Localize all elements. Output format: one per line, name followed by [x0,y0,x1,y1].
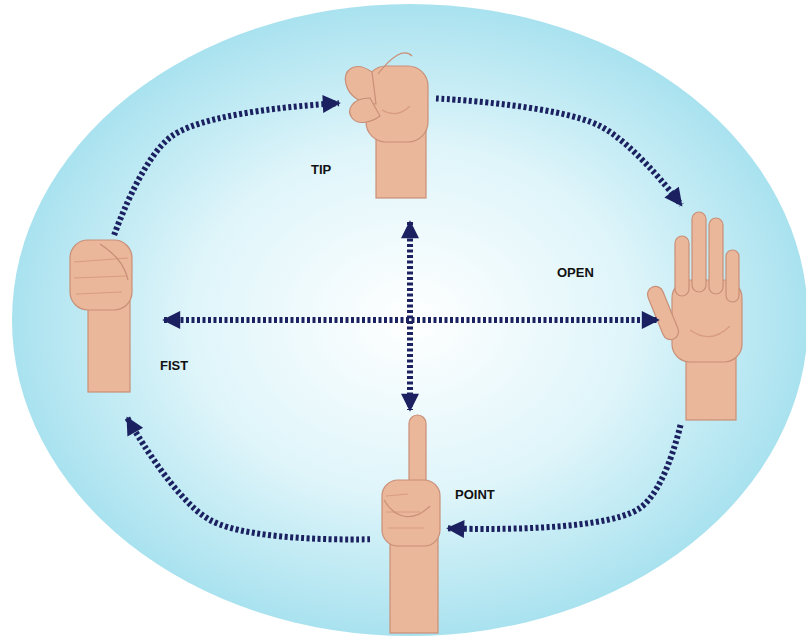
hand-label: FIST [160,358,188,374]
cycle-arrow [448,425,681,529]
hand-node: TIP [345,40,430,198]
background-ellipse [12,4,806,636]
fist-hand [70,240,132,392]
open-hand [645,212,742,420]
hand-node: FIST [68,238,134,392]
point-hand [382,415,440,633]
cycle-arrow [114,103,339,235]
hand-label: OPEN [557,265,594,281]
hand-node: POINT [380,415,442,633]
hand-label: TIP [311,162,331,178]
cycle-arrow [127,418,370,539]
hand-label: POINT [455,487,495,503]
hand-node: OPEN [660,210,742,420]
cycle-arrow [164,317,658,323]
cycle-arrow [407,222,413,410]
cycle-arrow [436,98,681,205]
tip-hand [345,53,428,198]
